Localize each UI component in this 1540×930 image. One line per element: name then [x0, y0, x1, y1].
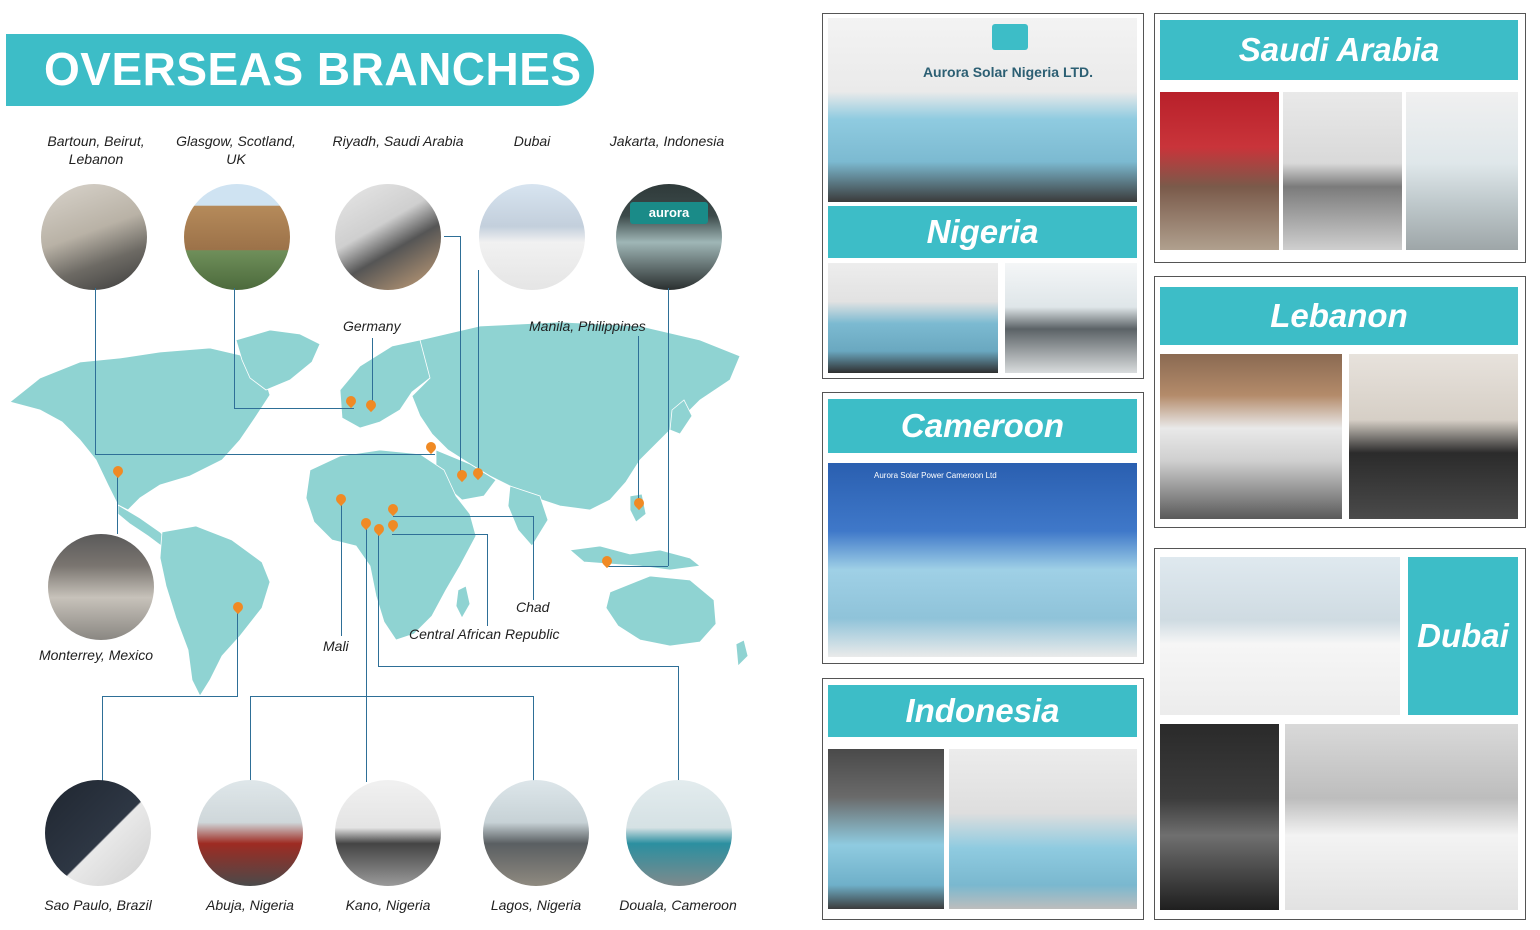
- photo-jakarta: aurora: [616, 184, 722, 290]
- connector-line: [533, 516, 534, 600]
- map-japan: [669, 399, 693, 435]
- connector-line: [102, 696, 103, 782]
- connector-line: [250, 696, 251, 782]
- photo-saudi-office: [1283, 92, 1402, 250]
- panel-indonesia: Indonesia: [822, 678, 1144, 920]
- map-africa: [305, 449, 477, 641]
- photo-nigeria-staff: [828, 263, 998, 373]
- connector-line: [234, 288, 235, 408]
- photo-beirut: [41, 184, 147, 290]
- page-title: OVERSEAS BRANCHES: [44, 43, 582, 95]
- label-mali: Mali: [323, 638, 349, 654]
- title-banner: OVERSEAS BRANCHES: [6, 34, 594, 106]
- aurora-logo: aurora: [630, 202, 708, 224]
- caption-sao-paulo: Sao Paulo, Brazil: [44, 897, 152, 913]
- caption-glasgow: Glasgow, Scotland, UK: [176, 133, 296, 167]
- connector-line: [250, 696, 534, 697]
- photo-saudi-showroom: [1406, 92, 1518, 250]
- panel-dubai: Dubai: [1154, 548, 1526, 920]
- connector-line: [378, 666, 678, 667]
- photo-sao-paulo: [45, 780, 151, 886]
- label-car: Central African Republic: [409, 626, 560, 642]
- map-greenland: [235, 329, 321, 391]
- photo-cameroon-team: Aurora Solar Power Cameroon Ltd: [828, 463, 1137, 657]
- caption-dubai: Dubai: [513, 133, 551, 149]
- photo-glasgow: [184, 184, 290, 290]
- connector-line: [392, 534, 487, 535]
- connector-line: [606, 566, 668, 567]
- photo-dubai-visitors: [1285, 724, 1518, 910]
- caption-kano: Kano, Nigeria: [345, 897, 431, 913]
- caption-monterrey: Monterrey, Mexico: [38, 647, 154, 663]
- photo-dubai-warehouse: [1160, 724, 1279, 910]
- caption-jakarta: Jakarta, Indonesia: [609, 133, 725, 149]
- connector-line: [444, 236, 460, 237]
- connector-line: [393, 516, 533, 517]
- map-south-america: [159, 525, 271, 697]
- caption-douala: Douala, Cameroon: [619, 897, 737, 913]
- connector-line: [678, 666, 679, 782]
- connector-line: [460, 236, 461, 476]
- connector-line: [533, 696, 534, 782]
- photo-riyadh: [335, 184, 441, 290]
- connector-line: [102, 696, 238, 697]
- caption-abuja: Abuja, Nigeria: [206, 897, 294, 913]
- map-asia: [411, 321, 741, 511]
- connector-line: [372, 338, 373, 408]
- label-nigeria: Nigeria: [828, 206, 1137, 258]
- map-new-zealand: [735, 639, 749, 667]
- connector-line: [487, 534, 488, 626]
- map-north-america: [9, 347, 271, 511]
- photo-abuja: [197, 780, 303, 886]
- connector-line: [95, 454, 435, 455]
- aurora-logo-icon: [992, 24, 1028, 50]
- connector-line: [638, 336, 639, 502]
- nigeria-sign-text: Aurora Solar Nigeria LTD.: [922, 64, 1094, 80]
- photo-indonesia-storefront: [828, 749, 944, 909]
- panel-nigeria: Aurora Solar Nigeria LTD. Nigeria: [822, 13, 1144, 379]
- photo-lagos: [483, 780, 589, 886]
- connector-line: [366, 526, 367, 782]
- photo-lebanon-team: [1349, 354, 1518, 519]
- label-saudi: Saudi Arabia: [1160, 20, 1518, 80]
- label-chad: Chad: [516, 599, 550, 615]
- panel-saudi: Saudi Arabia: [1154, 13, 1526, 263]
- photo-saudi-storefront: [1160, 92, 1279, 250]
- map-madagascar: [455, 585, 471, 619]
- photo-dubai: [479, 184, 585, 290]
- connector-line: [378, 530, 379, 666]
- label-germany: Germany: [343, 318, 401, 334]
- panel-cameroon: Cameroon Aurora Solar Power Cameroon Ltd: [822, 392, 1144, 664]
- label-lebanon: Lebanon: [1160, 287, 1518, 345]
- label-dubai: Dubai: [1408, 557, 1518, 715]
- photo-dubai-group: [1160, 557, 1400, 715]
- connector-line: [95, 288, 96, 454]
- world-map: [9, 321, 749, 697]
- photo-nigeria-showroom: [1005, 263, 1137, 373]
- map-indonesia: [569, 545, 701, 571]
- label-manila: Manila, Philippines: [529, 318, 646, 334]
- photo-kano: [335, 780, 441, 886]
- map-australia: [605, 575, 717, 647]
- connector-line: [668, 288, 669, 566]
- panel-lebanon: Lebanon: [1154, 276, 1526, 528]
- connector-line: [341, 500, 342, 636]
- connector-line: [237, 608, 238, 696]
- label-cameroon: Cameroon: [828, 399, 1137, 453]
- photo-monterrey: [48, 534, 154, 640]
- photo-douala: [626, 780, 732, 886]
- photo-indonesia-team: [949, 749, 1137, 909]
- caption-lagos: Lagos, Nigeria: [490, 897, 582, 913]
- connector-line: [234, 408, 354, 409]
- photo-lebanon-showroom: [1160, 354, 1342, 519]
- caption-riyadh: Riyadh, Saudi Arabia: [332, 133, 464, 149]
- connector-line: [117, 474, 118, 534]
- caption-beirut: Bartoun, Beirut, Lebanon: [47, 133, 145, 167]
- photo-nigeria-team: Aurora Solar Nigeria LTD.: [828, 18, 1137, 202]
- label-indonesia: Indonesia: [828, 685, 1137, 737]
- connector-line: [478, 270, 479, 476]
- cameroon-banner-text: Aurora Solar Power Cameroon Ltd: [874, 471, 997, 480]
